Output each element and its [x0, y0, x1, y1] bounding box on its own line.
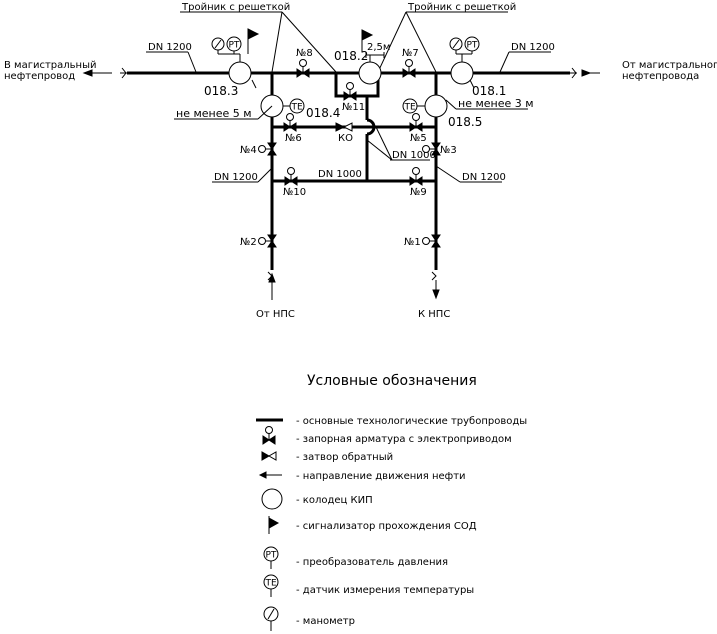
pit-0182-label: 018.2: [334, 49, 368, 63]
min-3m-label: не менее 3 м: [458, 97, 534, 110]
svg-text:PT: PT: [467, 41, 478, 51]
legend-item-4: - колодец КИП: [296, 495, 373, 506]
trunk-pipeline: [120, 67, 577, 79]
dn1200-mid-right: DN 1200: [462, 172, 506, 183]
dn1200-top-right: DN 1200: [511, 42, 555, 53]
legend-pit-icon: [261, 488, 283, 510]
legend-signaller-icon: [268, 516, 280, 534]
legend-item-5: - сигнализатор прохождения СОД: [296, 521, 477, 532]
legend-item-1: - запорная арматура с электроприводом: [296, 434, 512, 445]
instrument-pit-0185: TE: [402, 94, 448, 118]
valve-1[interactable]: [422, 234, 441, 248]
to-nps-label: К НПС: [418, 309, 450, 320]
legend-manometer-icon: [263, 606, 279, 631]
svg-text:PT: PT: [266, 551, 277, 561]
valve-8-label: №8: [296, 48, 313, 59]
flow-arrow-left: [82, 69, 112, 77]
instrument-pit-0184: TE: [260, 94, 305, 118]
instrument-pit-0183: PT: [211, 28, 260, 89]
valve-10-label: №10: [283, 187, 306, 198]
min-5m-label: не менее 5 м: [176, 107, 252, 120]
central-dn1000: [365, 96, 376, 181]
flow-arrow-right: [581, 69, 600, 77]
tee-right-label: Тройник с решеткой: [407, 2, 516, 13]
valve-3[interactable]: [422, 142, 441, 156]
valve-5-label: №5: [410, 133, 427, 144]
pig-signaller-icon: [247, 28, 260, 40]
valve-3-label: №3: [440, 145, 457, 156]
dn1200-mid-left: DN 1200: [214, 172, 258, 183]
pit-0185-label: 018.5: [448, 115, 482, 129]
legend-te-icon: TE: [263, 574, 279, 597]
valve-4-label: №4: [240, 145, 257, 156]
legend-flow-arrow-icon: [258, 471, 282, 479]
valve-11-label: №11: [342, 102, 365, 113]
pig-signaller-icon: [361, 29, 374, 41]
svg-text:PT: PT: [229, 41, 240, 51]
legend-title: Условные обозначения: [307, 373, 477, 389]
dn1000-label-a: DN 1000: [392, 150, 436, 161]
legend: Условные обозначения - основные технолог…: [256, 373, 527, 631]
instrument-pit-0181: PT: [449, 36, 480, 89]
dn1000-label-b: DN 1000: [318, 169, 362, 180]
svg-text:TE: TE: [291, 103, 303, 113]
valve-6-label: №6: [285, 133, 302, 144]
legend-item-3: - направление движения нефти: [296, 471, 466, 482]
pit-0184-label: 018.4: [306, 106, 340, 120]
valve-2-label: №2: [240, 237, 257, 248]
legend-valve-icon: [262, 426, 276, 445]
svg-text:TE: TE: [404, 103, 416, 113]
dn1200-top-left: DN 1200: [148, 42, 192, 53]
valve-2[interactable]: [258, 234, 277, 248]
valve-1-label: №1: [404, 237, 421, 248]
dim-25m: 2,5м: [367, 42, 390, 53]
legend-item-6: - преобразователь давления: [296, 557, 448, 568]
valve-9-label: №9: [410, 187, 427, 198]
legend-pt-icon: PT: [263, 546, 279, 569]
legend-item-2: - затвор обратный: [296, 452, 393, 463]
tee-left-label: Тройник с решеткой: [181, 2, 290, 13]
legend-item-7: - датчик измерения температуры: [296, 585, 474, 596]
legend-check-valve-icon: [261, 451, 277, 461]
valve-4[interactable]: [258, 142, 277, 156]
instrument-pit-0182: [334, 29, 385, 98]
legend-item-8: - манометр: [296, 616, 355, 627]
from-nps-label: От НПС: [256, 309, 295, 320]
ko-label: КО: [338, 133, 353, 144]
check-valve-ko[interactable]: [335, 122, 353, 132]
pit-0181-label: 018.1: [472, 84, 506, 98]
pit-0183-label: 018.3: [204, 84, 238, 98]
svg-text:TE: TE: [265, 579, 277, 589]
legend-item-0: - основные технологические трубопроводы: [296, 416, 527, 427]
valve-7-label: №7: [402, 48, 419, 59]
